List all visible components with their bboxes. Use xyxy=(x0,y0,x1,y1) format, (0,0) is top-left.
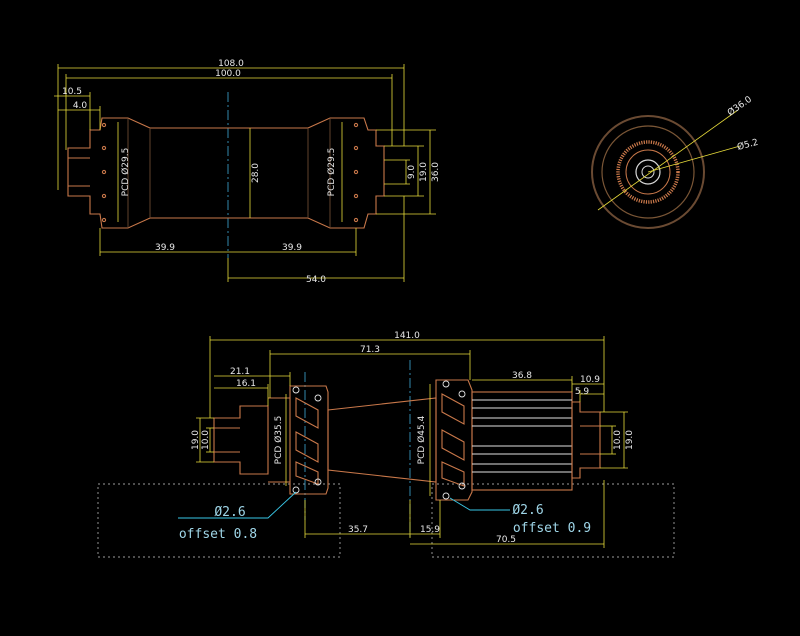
front-left-flange-offset-label: 39.9 xyxy=(155,243,175,253)
rear-left-flange xyxy=(289,385,329,495)
rear-left-axle-19-label: 19.0 xyxy=(191,430,201,450)
end-view-outer-diameter-label: Ø36.0 xyxy=(725,94,754,119)
rear-pcd-right-label: PCD Ø45.4 xyxy=(416,415,427,464)
front-right-flange-offset-label: 39.9 xyxy=(282,243,302,253)
rear-left-axle-10-label: 10.0 xyxy=(201,430,211,450)
rear-bottom-15-label: 15.9 xyxy=(420,525,440,535)
front-axle-9-label: 9.0 xyxy=(407,165,417,180)
end-view-outer-dim xyxy=(597,109,739,211)
right-callout-hole-label: Ø2.6 xyxy=(512,503,543,518)
front-center-to-end-label: 54.0 xyxy=(306,275,326,285)
front-pcd-right-label: PCD Ø29.5 xyxy=(326,148,337,197)
rear-right-36-label: 36.8 xyxy=(512,371,532,381)
end-view-hole-dim xyxy=(647,145,741,173)
rear-right-axle-19-label: 19.0 xyxy=(625,430,635,450)
front-spoke-holes-left xyxy=(101,122,107,223)
rear-left-16-label: 16.1 xyxy=(236,379,256,389)
front-flange-width-label: 100.0 xyxy=(215,69,241,79)
rear-left-21-label: 21.1 xyxy=(230,367,250,377)
front-overall-width-label: 108.0 xyxy=(218,59,244,69)
left-callout-hole-label: Ø2.6 xyxy=(214,505,245,520)
end-view-hole-diameter-label: Ø5.2 xyxy=(736,137,760,153)
front-spoke-holes-right xyxy=(353,122,359,223)
front-body-diameter-label: 28.0 xyxy=(251,163,261,183)
rear-bottom-70-label: 70.5 xyxy=(496,535,516,545)
rear-pcd-left-label: PCD Ø35.5 xyxy=(273,416,284,465)
rear-right-flange xyxy=(435,379,473,501)
rear-right-5-label: 5.9 xyxy=(575,387,590,397)
rear-right-axle-10-label: 10.0 xyxy=(613,430,623,450)
front-axle-36-label: 36.0 xyxy=(431,162,441,182)
front-pcd-left-label: PCD Ø29.5 xyxy=(120,148,131,197)
right-callout-offset-label: offset 0.9 xyxy=(513,521,591,536)
freehub-splines xyxy=(472,399,572,473)
front-end-cap-inner-label: 4.0 xyxy=(73,101,88,111)
rear-bottom-35-label: 35.7 xyxy=(348,525,368,535)
rear-overall-width-label: 141.0 xyxy=(394,331,420,341)
front-axle-19-label: 19.0 xyxy=(419,162,429,182)
rear-flange-span-label: 71.3 xyxy=(360,345,380,355)
left-callout-leader xyxy=(178,491,297,519)
right-callout-leader xyxy=(449,497,510,511)
left-callout-frame xyxy=(97,483,341,558)
right-callout-frame xyxy=(431,483,675,558)
rear-hub-view: 141.0 71.3 21.1 16.1 36.8 10.9 5.9 19.0 … xyxy=(97,331,675,558)
rear-right-10-label: 10.9 xyxy=(580,375,600,385)
front-hub-view: 108.0 100.0 10.5 4.0 PCD Ø29.5 PCD Ø29.5… xyxy=(54,59,441,285)
hub-end-view: Ø36.0 Ø5.2 xyxy=(591,94,760,229)
front-end-cap-left-label: 10.5 xyxy=(62,87,82,97)
rear-freehub-body xyxy=(471,391,573,491)
left-callout-offset-label: offset 0.8 xyxy=(179,527,257,542)
